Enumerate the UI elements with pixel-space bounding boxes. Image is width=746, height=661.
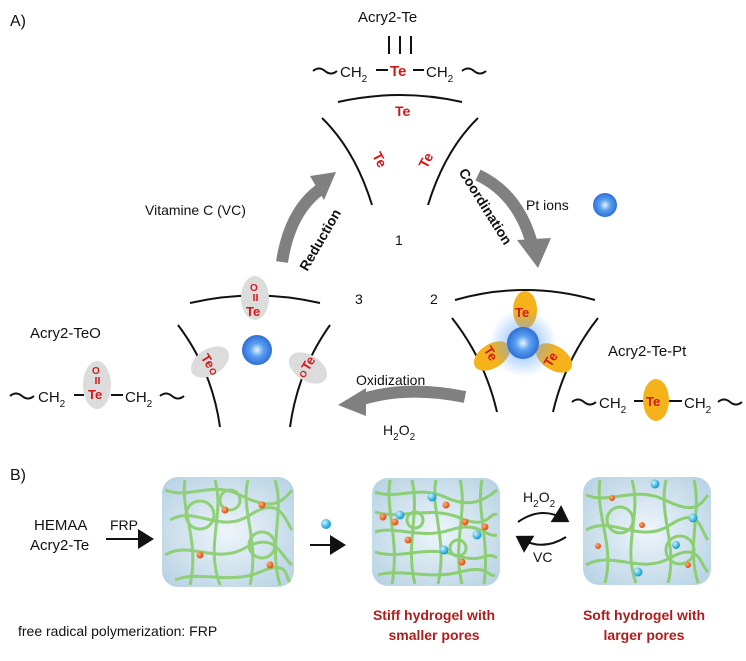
soft-caption-line2: larger pores xyxy=(604,627,685,643)
polymer-chain-wave xyxy=(717,398,743,406)
teo-structure-lobe xyxy=(83,361,111,409)
te-atom-s1-top: Te xyxy=(395,103,411,119)
pt-ions-label: Pt ions xyxy=(526,197,569,213)
o-atom-structure: O xyxy=(92,366,100,377)
polymer-chain-wave xyxy=(571,398,597,406)
polymer-chain-wave xyxy=(9,392,35,400)
te-atom-s1-right: Te xyxy=(415,150,436,171)
coordination-arrowhead xyxy=(517,238,551,268)
h2o2-b-label: H2O2 xyxy=(523,489,556,510)
hydrogel-stiff xyxy=(372,478,500,586)
te-atom-s3-left: TeO xyxy=(198,351,223,378)
state-2-number: 2 xyxy=(430,291,438,307)
pt-ion-dot xyxy=(321,519,331,529)
hemaa-label: HEMAA xyxy=(34,517,87,534)
acry2te-reactant-label: Acry2-Te xyxy=(30,537,89,554)
stiff-caption-line2: smaller pores xyxy=(388,627,479,643)
oxidation-arrow-b xyxy=(517,505,570,523)
oxidization-arrowhead xyxy=(338,388,366,416)
reduction-arrow xyxy=(276,183,326,263)
te-atom-top: Te xyxy=(390,63,406,80)
frp-footnote: free radical polymerization: FRP xyxy=(18,623,217,639)
te-atom-s3-top: Te xyxy=(246,304,260,319)
pt-ion-sphere xyxy=(593,193,617,217)
acry2teo-label: Acry2-TeO xyxy=(30,325,101,342)
acry2tept-label: Acry2-Te-Pt xyxy=(608,343,687,360)
vitamin-c-label: Vitamine C (VC) xyxy=(145,202,246,218)
te-atom-teo-structure: Te xyxy=(88,387,102,402)
state-1-number: 1 xyxy=(395,232,403,248)
triple-bond-lines xyxy=(388,36,412,54)
te-atom-s2-top: Te xyxy=(515,305,529,320)
te-atom-s1-left: Te xyxy=(369,149,390,170)
panel-b-label: B) xyxy=(10,467,26,484)
coordination-arrow xyxy=(475,169,539,250)
ch2-left-pt: CH2 xyxy=(599,395,627,416)
reduction-arrow-b xyxy=(515,535,567,553)
state-3-number: 3 xyxy=(355,291,363,307)
oxidization-arrow xyxy=(358,385,467,406)
ch2-left: CH2 xyxy=(340,64,368,85)
acry2te-label: Acry2-Te xyxy=(358,9,417,26)
ch2-right: CH2 xyxy=(426,64,454,85)
ch2-right-pt: CH2 xyxy=(684,395,712,416)
oxidization-label: Oxidization xyxy=(356,372,425,388)
soft-caption-line1: Soft hydrogel with xyxy=(583,607,705,623)
hydrogel-soft xyxy=(583,477,711,585)
teo-lobe-left xyxy=(190,346,230,378)
o-atom-s3-top: O xyxy=(250,283,258,294)
te-atom-pt-structure: Te xyxy=(646,394,660,409)
te-atom-s3-right: OTe xyxy=(294,353,319,380)
pt-center-sphere xyxy=(507,327,539,359)
teo-lobe-top xyxy=(241,276,269,320)
te-atom-s2-left: Te xyxy=(481,343,501,363)
polymer-chain-wave xyxy=(312,67,338,75)
h2o2-label: H2O2 xyxy=(383,422,416,443)
polymer-chain-wave xyxy=(461,67,487,75)
te-pt-lobe xyxy=(643,379,669,421)
te-atom-s2-right: Te xyxy=(540,349,560,369)
ch2-right-teo: CH2 xyxy=(125,389,153,410)
reduction-arrowhead xyxy=(310,172,336,200)
stiff-caption-line1: Stiff hydrogel with xyxy=(373,607,495,623)
pt-free-sphere xyxy=(242,335,272,365)
vc-b-label: VC xyxy=(533,549,552,565)
polymer-chain-wave xyxy=(159,392,185,400)
ch2-left-teo: CH2 xyxy=(38,389,66,410)
teo-lobe-right xyxy=(288,352,328,384)
panel-a-label: A) xyxy=(10,13,26,30)
hydrogel-initial xyxy=(162,477,294,587)
frp-label: FRP xyxy=(110,517,138,533)
state-1-network xyxy=(321,94,479,206)
